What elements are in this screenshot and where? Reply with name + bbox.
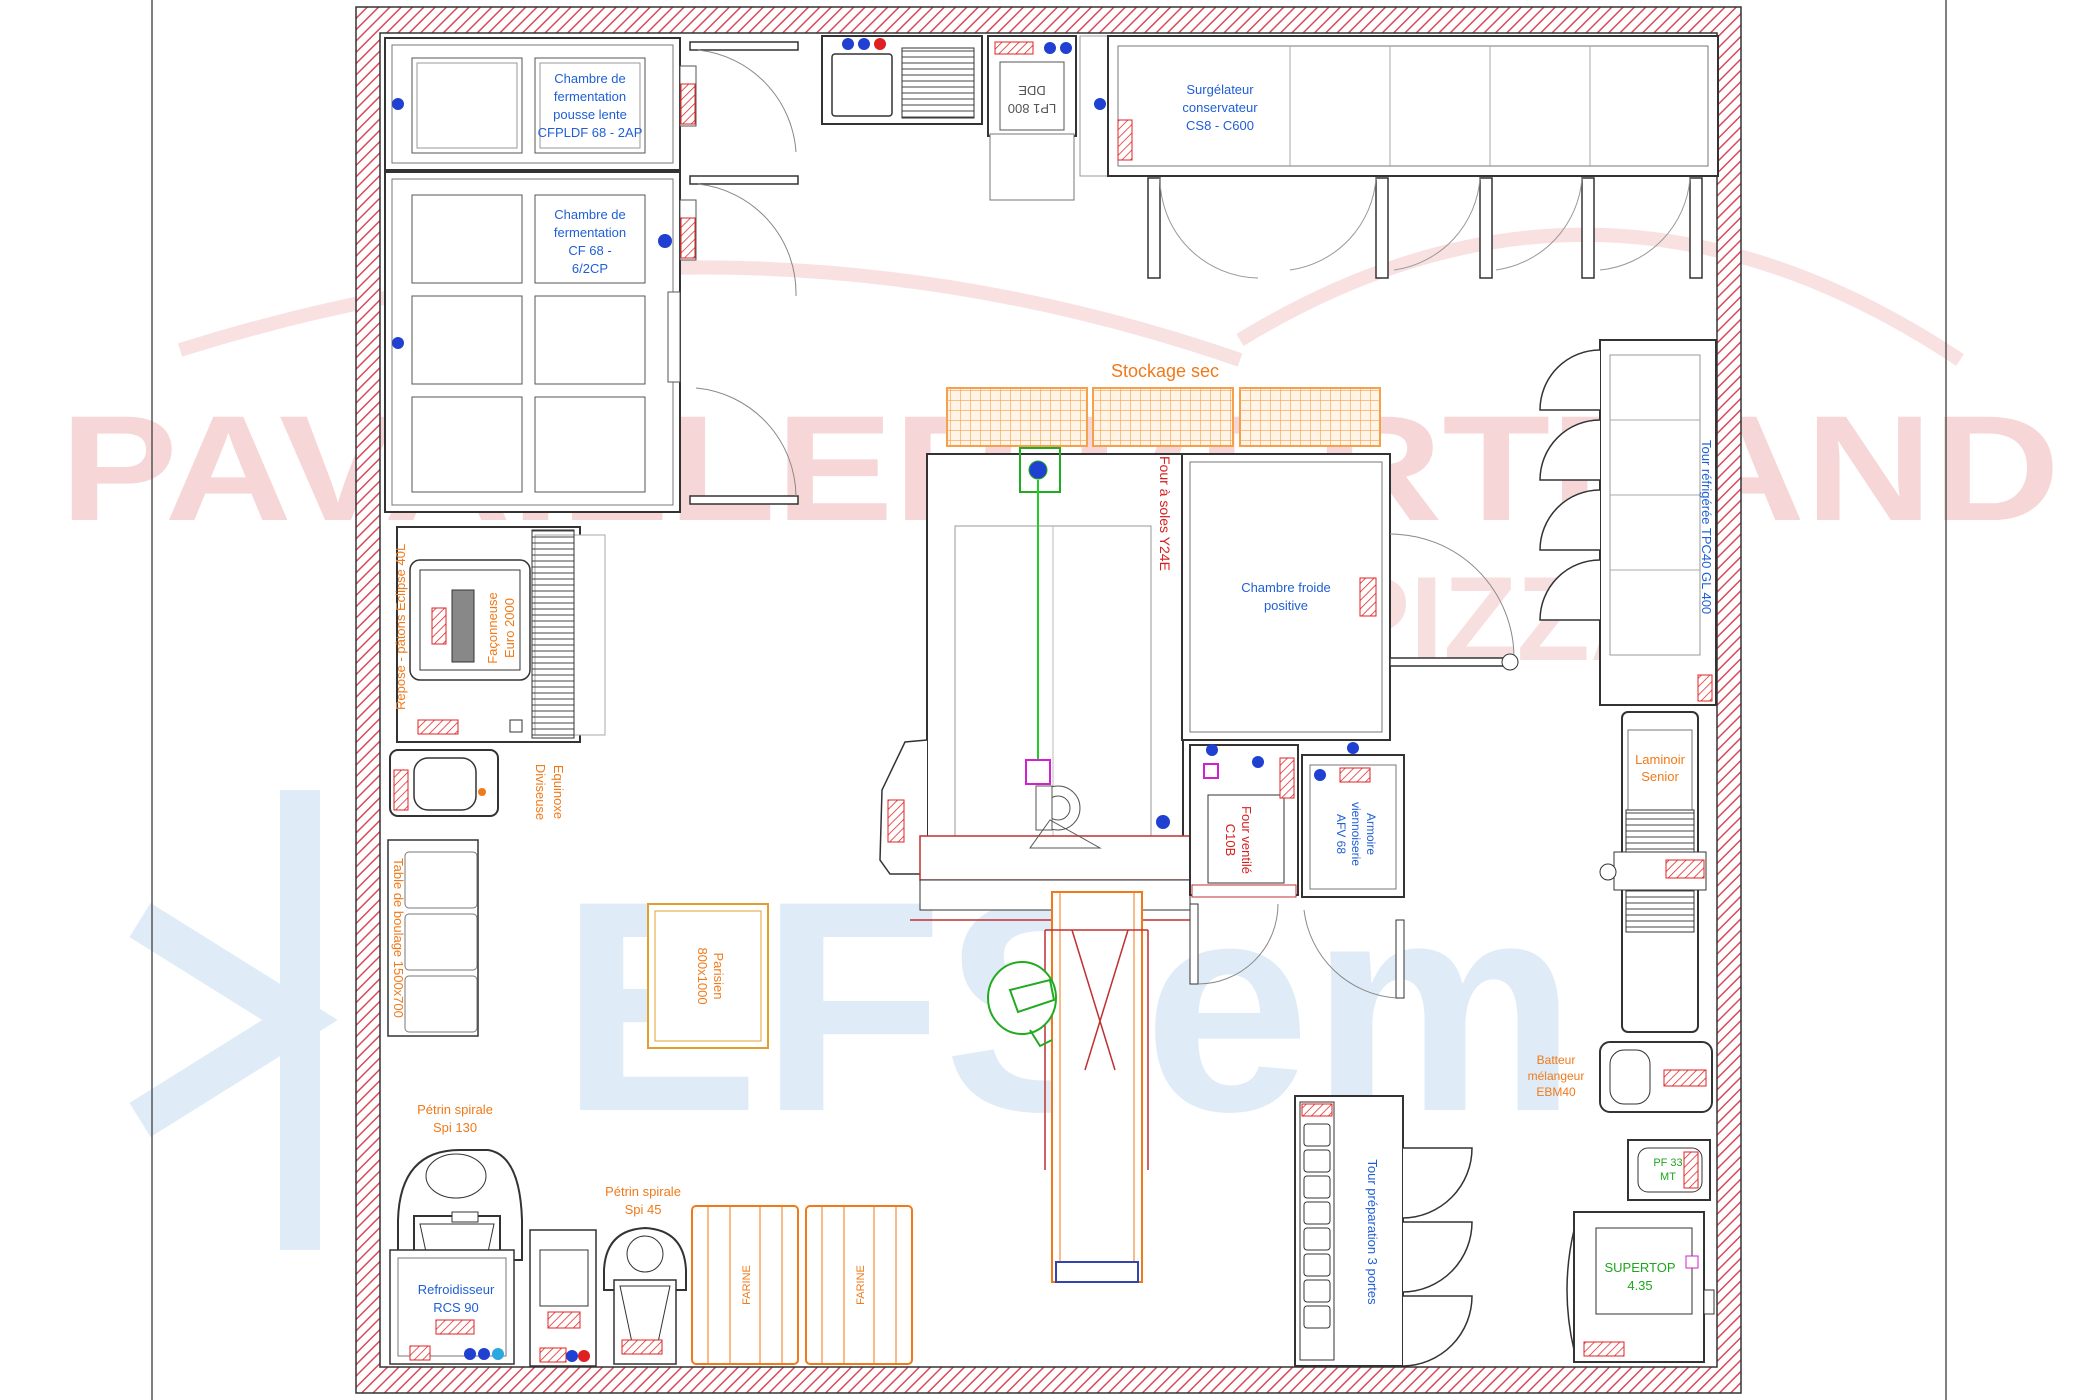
four-soles-label: Four à soles Y24E xyxy=(1157,456,1173,571)
parisien-label-1: Parisien xyxy=(711,953,726,1000)
tour-preparation-3-portes xyxy=(1294,1095,1473,1367)
small-mixer-unit xyxy=(529,1229,597,1367)
four-ventile-label-1: Four ventilé xyxy=(1239,806,1254,874)
chambre-froide-label-1: Chambre froide xyxy=(1241,580,1331,595)
faconneuse-label-1: Façonneuse xyxy=(485,592,500,664)
cfpldf-label-3: pousse lente xyxy=(553,107,627,122)
petrin45-label-2: Spi 45 xyxy=(625,1202,662,1217)
batteur-label-2: mélangeur xyxy=(1528,1069,1585,1083)
stockage-sec-label: Stockage sec xyxy=(1111,361,1219,381)
four-ventile-c10b xyxy=(1189,744,1299,985)
faconneuse-label-2: Euro 2000 xyxy=(502,598,517,658)
faconneuse-repose-patons xyxy=(396,526,606,743)
armoire-label-2: viennoiserie xyxy=(1349,802,1363,866)
batteur-label-3: EBM40 xyxy=(1536,1085,1576,1099)
laminoir-label-1: Laminoir xyxy=(1635,752,1686,767)
cfpldf-label-1: Chambre de xyxy=(554,71,626,86)
chambre-froide-label-2: positive xyxy=(1264,598,1308,613)
laminoir-label-2: Senior xyxy=(1641,769,1679,784)
farine-pallet-2 xyxy=(805,1205,913,1365)
chambre-fermentation-cf68 xyxy=(384,171,697,513)
surgelateur-label-2: conservateur xyxy=(1182,100,1258,115)
cfpldf-label-4: CFPLDF 68 - 2AP xyxy=(538,125,643,140)
parisien-label-2: 800x1000 xyxy=(695,947,710,1004)
tour-preparation-label: Tour préparation 3 portes xyxy=(1365,1159,1380,1305)
batteur-melangeur xyxy=(1599,1041,1713,1113)
farine2-label: FARINE xyxy=(855,1265,867,1305)
diviseuse-equinoxe xyxy=(389,749,499,817)
laminoir-senior xyxy=(1599,711,1707,1033)
farine1-label: FARINE xyxy=(741,1265,753,1305)
cf68-label-3: CF 68 - xyxy=(568,243,611,258)
lp1-label-2: DDE xyxy=(1018,83,1046,98)
lp1-label-1: LP1 800 xyxy=(1008,101,1056,116)
enfourneur xyxy=(1044,891,1149,1283)
farine-pallet-1 xyxy=(691,1205,799,1365)
armoire-label-3: AFV 68 xyxy=(1334,814,1348,854)
chambre-fermentation-cfpldf xyxy=(384,37,697,171)
chambre-fermentation-cf68-doors xyxy=(689,175,799,505)
lp1-800-unit xyxy=(987,35,1077,201)
pf33-mt xyxy=(1627,1139,1711,1201)
repose-patons-label: Repose - pâtons Eclipse 40L xyxy=(393,544,408,710)
four-a-soles xyxy=(879,447,1191,921)
cf68-label-1: Chambre de xyxy=(554,207,626,222)
surgelateur-label-3: CS8 - C600 xyxy=(1186,118,1254,133)
tour-refrigeree-label: Tour réfrigérée TPC40 GL 400 xyxy=(1699,440,1714,614)
petrin130-label-1: Pétrin spirale xyxy=(417,1102,493,1117)
refroidisseur-rcs90 xyxy=(389,1249,515,1365)
tour-refrigeree xyxy=(1539,339,1717,706)
supertop-label-1: SUPERTOP xyxy=(1604,1260,1675,1275)
building-walls xyxy=(355,6,1742,1394)
diviseuse-label-1: Diviseuse xyxy=(533,764,548,820)
chambre-fermentation-cfpldf-door xyxy=(689,41,799,153)
petrin-spirale-45 xyxy=(603,1226,687,1365)
diviseuse-label-2: Equinoxe xyxy=(551,765,566,819)
stockage-sec-racks xyxy=(946,387,1381,447)
pf33-label-2: MT xyxy=(1660,1171,1676,1183)
chambre-froide-positive xyxy=(1181,453,1519,741)
surgelateur-conservateur xyxy=(1079,35,1719,279)
armoire-viennoiserie xyxy=(1301,742,1405,999)
armoire-label-1: Armoire xyxy=(1364,813,1378,855)
cf68-label-4: 6/2CP xyxy=(572,261,608,276)
operator-figure xyxy=(987,961,1057,1048)
cf68-label-2: fermentation xyxy=(554,225,626,240)
four-ventile-label-2: C10B xyxy=(1223,824,1238,857)
supertop-4-35 xyxy=(1566,1211,1715,1363)
petrin130-label-2: Spi 130 xyxy=(433,1120,477,1135)
pf33-label-1: PF 33 xyxy=(1653,1157,1682,1169)
petrin45-label-1: Pétrin spirale xyxy=(605,1184,681,1199)
refroidisseur-label-2: RCS 90 xyxy=(433,1300,479,1315)
sink-unit xyxy=(821,35,983,125)
supertop-label-2: 4.35 xyxy=(1627,1278,1652,1293)
parisien-800x1000 xyxy=(647,903,769,1049)
surgelateur-label-1: Surgélateur xyxy=(1186,82,1254,97)
cfpldf-label-2: fermentation xyxy=(554,89,626,104)
table-boulage-label: Table de boulage 1500x700 xyxy=(391,858,406,1018)
table-de-boulage xyxy=(387,839,479,1037)
batteur-label-1: Batteur xyxy=(1537,1053,1576,1067)
refroidisseur-label-1: Refroidisseur xyxy=(418,1282,495,1297)
